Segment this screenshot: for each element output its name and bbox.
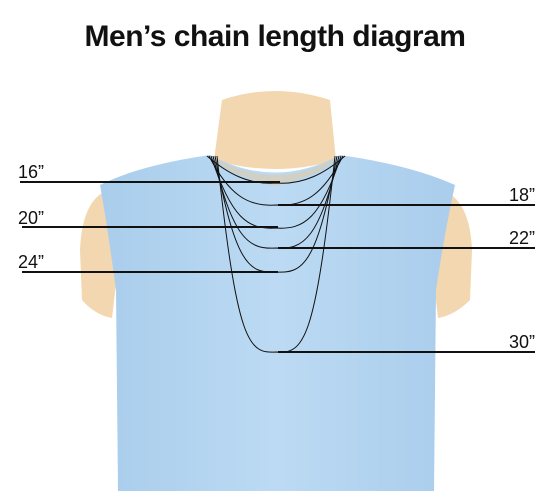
diagram-title: Men’s chain length diagram — [84, 20, 466, 53]
chain-length-label: 24” — [18, 252, 45, 272]
shirt — [100, 155, 455, 491]
chain-2 — [208, 155, 344, 206]
chain-4 — [212, 155, 340, 249]
chain-length-label: 22” — [508, 228, 535, 248]
chain-length-label: 30” — [508, 332, 535, 352]
chain-length-label: 20” — [18, 208, 45, 228]
chain-length-label: 18” — [508, 185, 535, 205]
neck — [214, 91, 336, 169]
leaders-layer — [20, 181, 535, 353]
chain-6 — [216, 155, 336, 353]
chain-length-label: 16” — [18, 162, 45, 182]
